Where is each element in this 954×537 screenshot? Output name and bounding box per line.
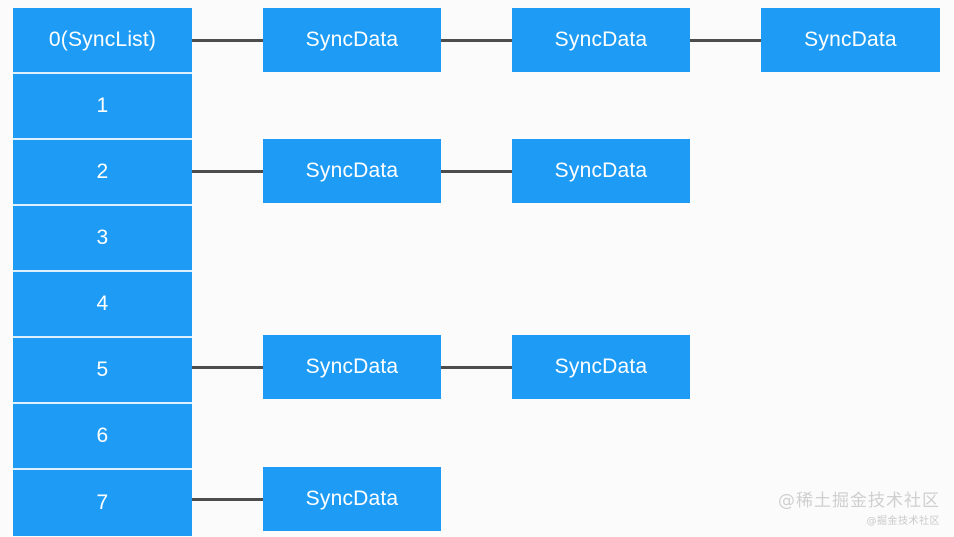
node-label: SyncData <box>554 28 648 51</box>
sync-data-node-2-0[interactable]: SyncData <box>263 139 441 203</box>
node-label: SyncData <box>804 28 897 51</box>
link-bucket7-to-node0 <box>192 498 263 501</box>
bucket-label-6: 6 <box>96 424 109 447</box>
link-bucket0-to-node0 <box>192 39 263 42</box>
bucket-label-7: 7 <box>96 491 109 514</box>
sync-data-node-2-1[interactable]: SyncData <box>512 139 690 203</box>
sync-data-node-5-1[interactable]: SyncData <box>512 335 690 399</box>
bucket-label-1: 1 <box>96 94 109 117</box>
link-node5-0-to-node5-1 <box>441 366 512 369</box>
sync-data-node-0-2[interactable]: SyncData <box>761 8 940 72</box>
link-node2-0-to-node2-1 <box>441 170 512 173</box>
node-label: SyncData <box>554 159 648 182</box>
bucket-label-3: 3 <box>96 226 109 249</box>
bucket-label-4: 4 <box>96 292 109 315</box>
watermark-main-text: @稀土掘金技术社区 <box>778 491 940 511</box>
watermark: @稀土掘金技术社区 @掘金技术社区 <box>778 486 940 527</box>
bucket-label-2: 2 <box>96 160 109 183</box>
sync-data-node-5-0[interactable]: SyncData <box>263 335 441 399</box>
node-label: SyncData <box>305 355 399 378</box>
bucket-label-0: 0(SyncList) <box>48 28 157 51</box>
node-label: SyncData <box>305 159 399 182</box>
bucket-cell-1[interactable]: 1 <box>13 74 192 140</box>
bucket-cell-4[interactable]: 4 <box>13 272 192 338</box>
bucket-cell-7[interactable]: 7 <box>13 470 192 536</box>
bucket-cell-3[interactable]: 3 <box>13 206 192 272</box>
sync-data-node-0-1[interactable]: SyncData <box>512 8 690 72</box>
bucket-cell-2[interactable]: 2 <box>13 140 192 206</box>
watermark-sub-text: @掘金技术社区 <box>866 516 940 527</box>
node-label: SyncData <box>305 28 399 51</box>
link-node0-0-to-node0-1 <box>441 39 512 42</box>
bucket-array: 0(SyncList) 1 2 3 4 5 6 7 <box>13 8 192 536</box>
link-bucket2-to-node0 <box>192 170 263 173</box>
sync-data-node-7-0[interactable]: SyncData <box>263 467 441 531</box>
sync-data-node-0-0[interactable]: SyncData <box>263 8 441 72</box>
bucket-cell-5[interactable]: 5 <box>13 338 192 404</box>
bucket-cell-0[interactable]: 0(SyncList) <box>13 8 192 74</box>
link-bucket5-to-node0 <box>192 366 263 369</box>
bucket-label-5: 5 <box>96 358 109 381</box>
link-node0-1-to-node0-2 <box>690 39 761 42</box>
bucket-cell-6[interactable]: 6 <box>13 404 192 470</box>
node-label: SyncData <box>554 355 648 378</box>
node-label: SyncData <box>305 487 399 510</box>
